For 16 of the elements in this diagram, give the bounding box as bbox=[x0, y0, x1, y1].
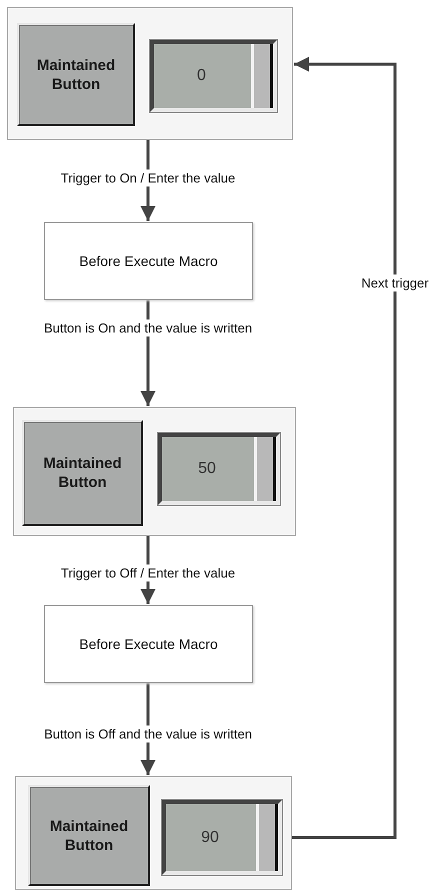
edge-label: Next trigger bbox=[359, 274, 431, 292]
screen-panel bbox=[15, 776, 292, 890]
maintained-button: Maintained Button bbox=[17, 23, 135, 126]
process-box: Before Execute Macro bbox=[44, 605, 253, 683]
process-box: Before Execute Macro bbox=[44, 222, 253, 300]
edge-label: Button is Off and the value is written bbox=[42, 726, 254, 742]
edge-label: Trigger to On / Enter the value bbox=[58, 170, 238, 186]
arrow bbox=[292, 56, 396, 840]
maintained-button: Maintained Button bbox=[22, 420, 143, 526]
edge-label: Trigger to Off / Enter the value bbox=[58, 564, 238, 582]
numeric-display: 90 bbox=[162, 800, 282, 875]
maintained-button: Maintained Button bbox=[28, 785, 150, 886]
numeric-display: 0 bbox=[150, 40, 277, 112]
screen-panel bbox=[13, 407, 296, 536]
numeric-display: 50 bbox=[158, 433, 280, 505]
screen-panel bbox=[7, 7, 293, 140]
